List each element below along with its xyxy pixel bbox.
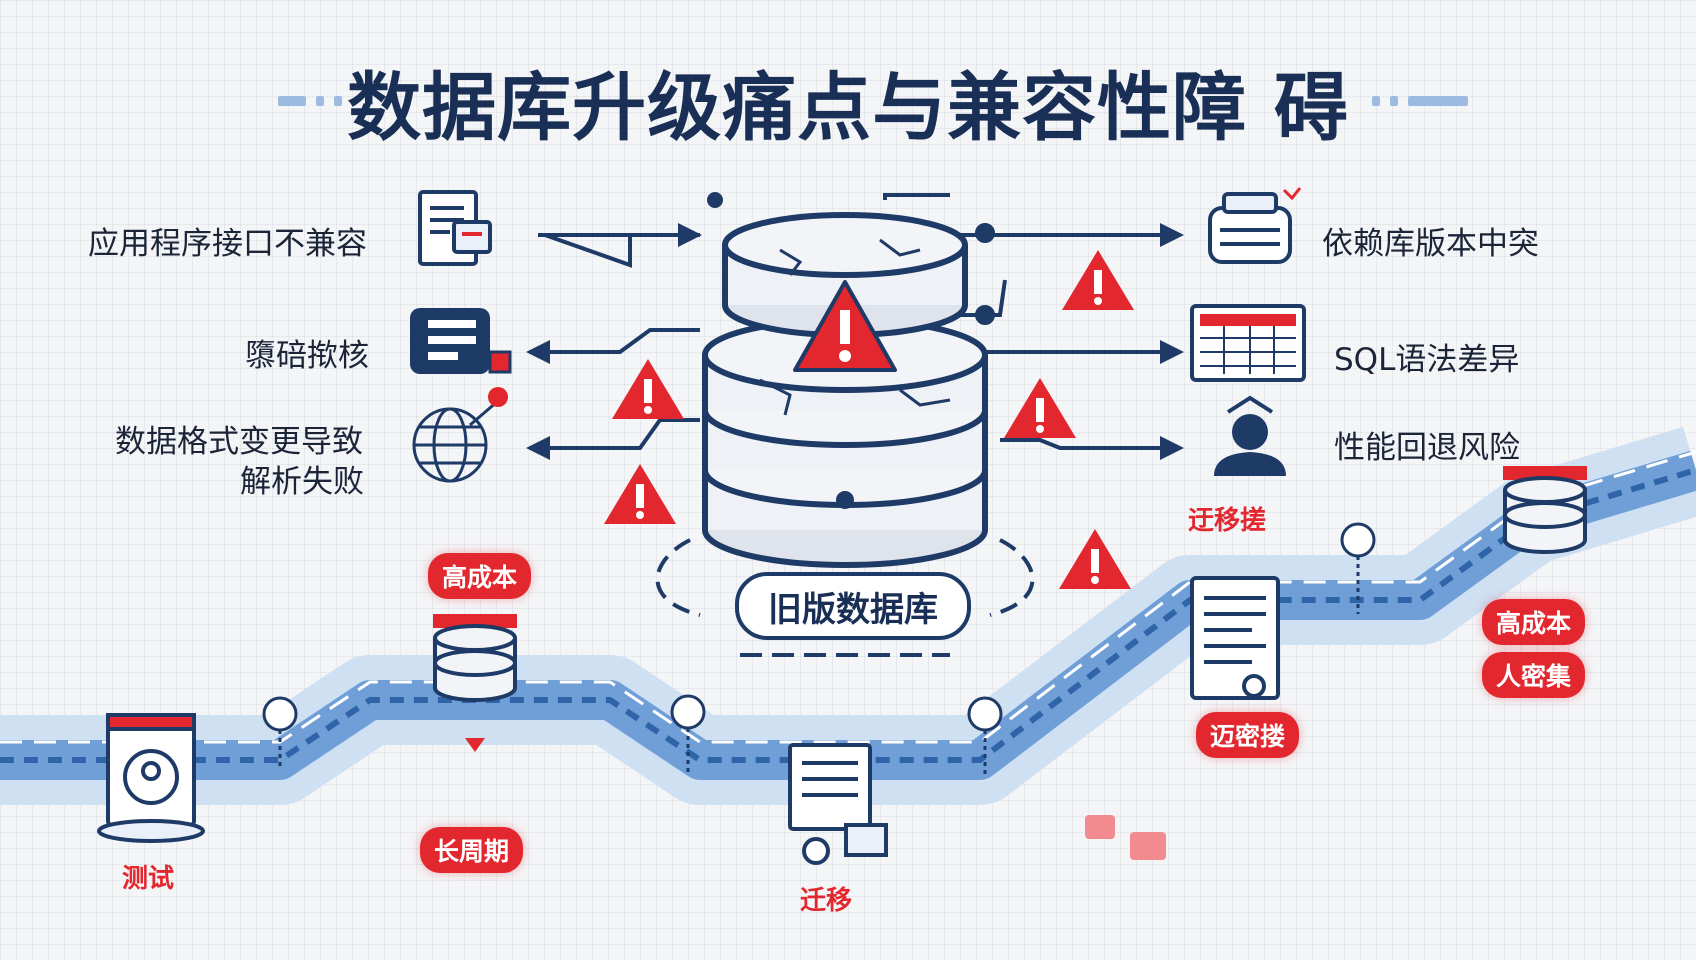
warning-icon [793,280,897,372]
legacy-database-label: 旧版数据库 [735,572,971,640]
issue-api-incompatible: 应用程序接口不兼容 [88,226,367,262]
title-decoration-left [278,95,342,107]
tag-labor-intensive: 人密集 [1482,652,1586,698]
tag-migrate-short: 迂移搓 [1188,506,1267,536]
tag-dense-short: 迈密搂 [1196,712,1300,758]
server-storage-icon [410,308,512,374]
globe-network-icon [412,387,508,483]
warning-icon [612,359,684,419]
warning-icon [1059,529,1131,589]
tag-test: 测试 [122,864,175,894]
warning-icon [1004,378,1076,438]
title-decoration-right [1372,95,1468,107]
pipeline-pins [262,522,1376,778]
package-module-icon [1208,187,1302,264]
issue-dependency-conflict: 依赖库版本中突 [1322,226,1539,262]
connector-lines [526,192,1184,460]
warning-icon [1062,250,1134,310]
test-station-icon [97,713,205,843]
tag-high-cost-right: 高成本 [1482,599,1586,645]
cylinder-base-rings [655,538,1035,657]
api-document-icon [418,190,492,266]
warning-icon [604,464,676,524]
page-title: 数据库升级痛点与兼容性障 碍 [347,65,1349,151]
cost-stamp-icons [1085,815,1166,860]
legacy-database-cylinder [702,212,988,568]
tag-high-cost-left: 高成本 [428,553,532,599]
document-stack-icon [788,743,888,865]
database-station-icon [1503,466,1587,554]
tag-migrate: 迁移 [800,886,853,916]
issue-left-2: 隳碚揿核 [245,338,369,374]
person-alert-icon [1214,395,1286,476]
issue-performance-regression: 性能回退风险 [1334,430,1520,466]
issue-sql-syntax: SQL语法差异 [1334,342,1520,378]
tag-long-cycle: 长周期 [420,827,524,873]
database-station-icon [433,614,517,752]
checklist-document-icon [1190,576,1280,700]
table-grid-icon [1190,304,1306,382]
warning-icons [604,250,1134,589]
issue-data-format: 数据格式变更导致 [115,424,363,460]
issue-parse-failure: 解析失败 [240,464,364,500]
